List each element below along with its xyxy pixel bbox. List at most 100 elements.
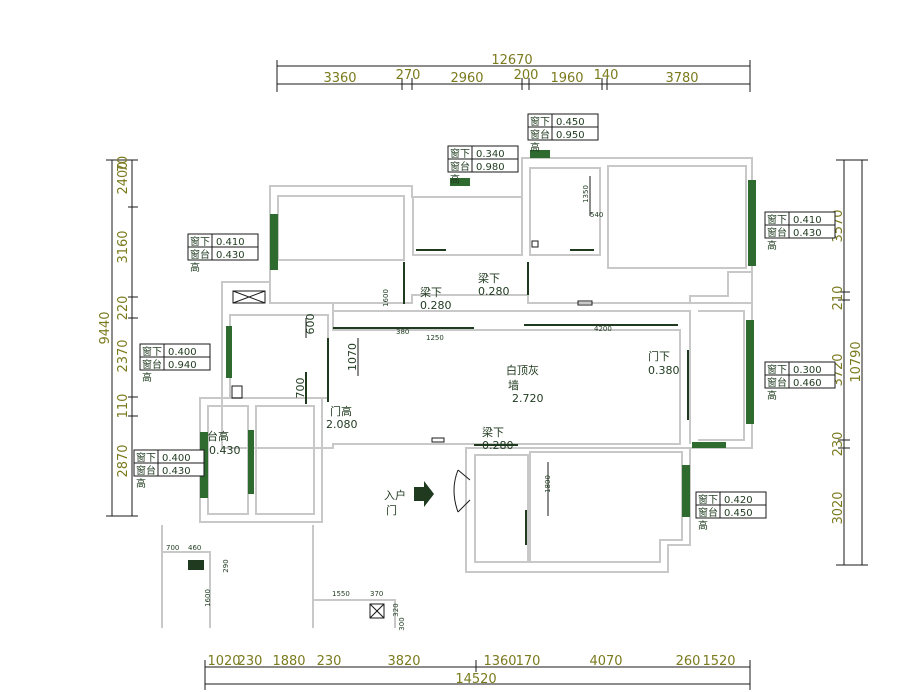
left-dim-6: 110	[116, 394, 131, 419]
beam-value-b: 0.280	[420, 299, 452, 312]
top-total-dim: 12670	[491, 53, 532, 68]
window-tag: 窗下 0.420 窗台 0.450 高	[695, 491, 767, 532]
left-dim-1: 2400	[116, 161, 131, 194]
left-dim-2: 70	[116, 156, 131, 173]
inset-dim: 320	[392, 603, 400, 616]
window-tag-value: 0.460	[793, 378, 822, 389]
entry-label-line1: 入户	[384, 488, 406, 502]
window-tag-height: 高	[698, 519, 708, 532]
bottom-dim-2: 230	[238, 654, 263, 669]
right-dim-4: 230	[831, 432, 846, 457]
beam-label-c: 梁下	[482, 425, 504, 439]
window-tag-value: 0.980	[476, 162, 505, 173]
top-dim-7: 3780	[665, 71, 698, 86]
inset-dim: 460	[188, 544, 201, 552]
window-tag-height: 高	[767, 239, 777, 252]
inset-dim: 1600	[204, 589, 212, 607]
right-dim-5: 3020	[831, 491, 846, 524]
bottom-dim-7: 170	[516, 654, 541, 669]
window-tag-value: 0.300	[793, 365, 822, 376]
bottom-dim-1: 1020	[207, 654, 240, 669]
door-high-value: 2.080	[326, 418, 358, 431]
right-dimension-chain: 3570 210 3720 230 3020 10790	[831, 159, 868, 566]
ceiling-line2: 墙	[508, 378, 519, 392]
top-dim-1: 3360	[323, 71, 356, 86]
beam-value-c: 0.280	[482, 439, 514, 452]
window-tag-height: 高	[530, 141, 540, 154]
window-tag-label: 窗台	[698, 506, 718, 519]
window-tag: 窗下 0.340 窗台 0.980 高	[447, 145, 519, 186]
window-tag-label: 窗台	[767, 226, 787, 239]
window-tag-value: 0.420	[724, 495, 753, 506]
bottom-dimension-chain: 1020 230 1880 230 3820 1360 170 4070 260…	[204, 654, 751, 690]
ceiling-line1: 白顶灰	[506, 363, 539, 377]
window-glass	[226, 326, 232, 378]
window-tag-label: 窗下	[136, 451, 156, 464]
window-tag-label: 窗下	[767, 213, 787, 226]
window-tag-label: 窗台	[142, 358, 162, 371]
beam-value-a: 0.280	[478, 285, 510, 298]
window-glass	[692, 442, 726, 448]
window-glass	[682, 465, 690, 517]
left-dim-7: 2870	[116, 444, 131, 477]
windows	[200, 150, 756, 517]
window-tag-value: 0.400	[168, 347, 197, 358]
window-glass	[530, 150, 550, 158]
window-tag-label: 窗下	[530, 115, 550, 128]
left-total-dim: 9440	[98, 311, 113, 344]
window-tag-value: 0.950	[556, 130, 585, 141]
window-tag-label: 窗台	[450, 160, 470, 173]
window-tag-height: 高	[136, 477, 146, 490]
window-tag-value: 0.410	[793, 215, 822, 226]
window-glass	[248, 430, 254, 494]
ceiling-value: 2.720	[512, 392, 544, 405]
entry-arrow-icon	[414, 481, 434, 507]
window-tag-label: 窗下	[450, 147, 470, 160]
window-tag-value: 0.450	[724, 508, 753, 519]
window-tag-label: 窗下	[142, 345, 162, 358]
bottom-dim-10: 1520	[702, 654, 735, 669]
window-tag-value: 0.340	[476, 149, 505, 160]
inset-detail: 700 460 290 1600 1550 370 300 320	[166, 544, 406, 631]
window-tag-value: 0.430	[216, 250, 245, 261]
inner-dim: 1250	[426, 334, 444, 342]
inner-dim: 1600	[382, 289, 390, 307]
window-tag-label: 窗台	[767, 376, 787, 389]
bottom-dim-3: 1880	[272, 654, 305, 669]
left-dim-4: 220	[116, 296, 131, 321]
door-under-label: 门下	[648, 349, 670, 363]
bottom-dim-8: 4070	[589, 654, 622, 669]
top-dim-6: 140	[594, 68, 619, 83]
window-tag-label: 窗下	[698, 493, 718, 506]
top-dim-3: 2960	[450, 71, 483, 86]
bottom-dim-4: 230	[317, 654, 342, 669]
window-tag-height: 高	[450, 173, 460, 186]
sill-high-label: 台高	[207, 429, 229, 443]
left-dim-3: 3160	[116, 230, 131, 263]
window-glass	[270, 214, 278, 270]
right-total-dim: 10790	[849, 341, 864, 382]
window-glass	[450, 178, 470, 186]
window-glass	[746, 320, 754, 424]
right-dim-2: 210	[831, 286, 846, 311]
bottom-dim-6: 1360	[483, 654, 516, 669]
window-tag-value: 0.940	[168, 360, 197, 371]
window-tag-value: 0.450	[556, 117, 585, 128]
sill-high-value: 0.430	[209, 444, 241, 457]
inner-dim: 1800	[544, 475, 552, 493]
window-tag-value: 0.400	[162, 453, 191, 464]
inset-dim: 300	[398, 617, 406, 630]
bottom-dim-5: 3820	[387, 654, 420, 669]
bottom-total-dim: 14520	[455, 672, 496, 687]
inset-dim: 370	[370, 590, 383, 598]
inner-dim: 1070	[346, 343, 359, 371]
left-dimension-chain: 2400 70 3160 220 2370 110 2870 9440	[98, 156, 138, 517]
inset-dim: 290	[222, 559, 230, 572]
annotations: 梁下 0.280 梁下 0.280 梁下 0.280 门下 0.380 门高 2…	[207, 271, 680, 457]
